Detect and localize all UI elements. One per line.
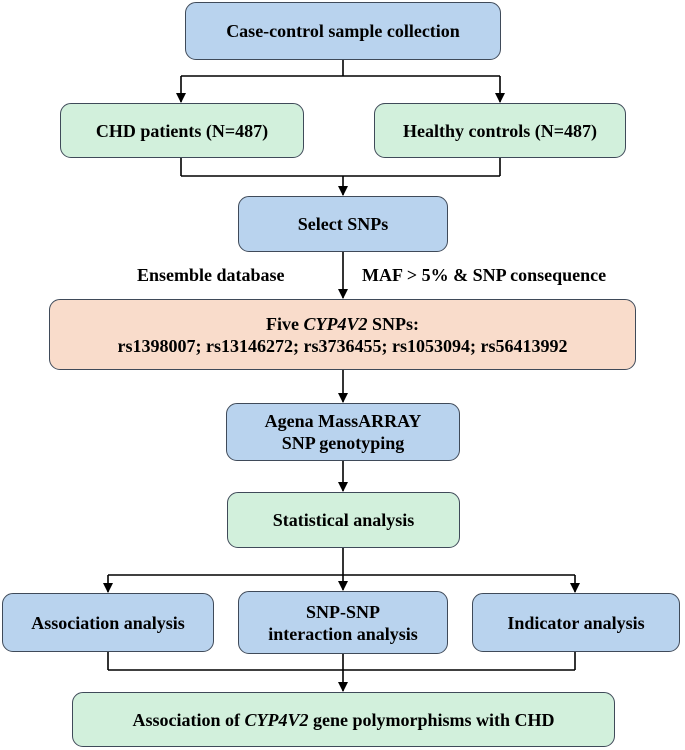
statistical-analysis-box: Statistical analysis <box>227 492 460 548</box>
conclusion-box: Association of CYP4V2 gene polymorphisms… <box>72 692 615 747</box>
five-snps-list: rs1398007; rs13146272; rs3736455; rs1053… <box>117 335 568 356</box>
indicator-analysis-text: Indicator analysis <box>507 612 645 633</box>
conclusion-text: Association of CYP4V2 gene polymorphisms… <box>132 709 554 731</box>
chd-patients-box: CHD patients (N=487) <box>60 103 304 158</box>
ensemble-database-label: Ensemble database <box>137 265 285 285</box>
genotyping-box: Agena MassARRAY SNP genotyping <box>226 403 460 461</box>
genotyping-line2: SNP genotyping <box>281 433 405 453</box>
genotyping-line1: Agena MassARRAY <box>264 411 422 431</box>
maf-criteria-label: MAF > 5% & SNP consequence <box>362 265 607 285</box>
interaction-line2: interaction analysis <box>268 623 418 644</box>
conclusion-suffix: gene polymorphisms with CHD <box>308 709 555 730</box>
chd-patients-text: CHD patients (N=487) <box>95 120 269 141</box>
case-control-collection-text: Case-control sample collection <box>226 21 460 41</box>
healthy-controls-text: Healthy controls (N=487) <box>403 120 597 141</box>
five-snps-title: Five CYP4V2 SNPs: <box>266 313 419 335</box>
association-analysis-box: Association analysis <box>2 593 214 652</box>
healthy-controls-box: Healthy controls (N=487) <box>374 103 626 158</box>
association-analysis-text: Association analysis <box>31 612 185 633</box>
indicator-analysis-box: Indicator analysis <box>472 593 680 652</box>
select-snps-box: Select SNPs <box>238 196 448 252</box>
select-snps-text: Select SNPs <box>297 214 389 234</box>
interaction-line1: SNP-SNP <box>305 601 380 622</box>
five-snps-box: Five CYP4V2 SNPs: rs1398007; rs13146272;… <box>49 299 636 370</box>
case-control-collection-box: Case-control sample collection <box>185 2 501 60</box>
five-snps-prefix: Five <box>265 313 304 334</box>
five-snps-suffix: SNPs: <box>367 313 420 334</box>
conclusion-prefix: Association of <box>132 709 245 730</box>
interaction-analysis-box: SNP-SNP interaction analysis <box>238 591 448 654</box>
five-snps-gene: CYP4V2 <box>303 313 368 334</box>
conclusion-gene: CYP4V2 <box>244 709 309 730</box>
statistical-analysis-text: Statistical analysis <box>272 510 415 530</box>
